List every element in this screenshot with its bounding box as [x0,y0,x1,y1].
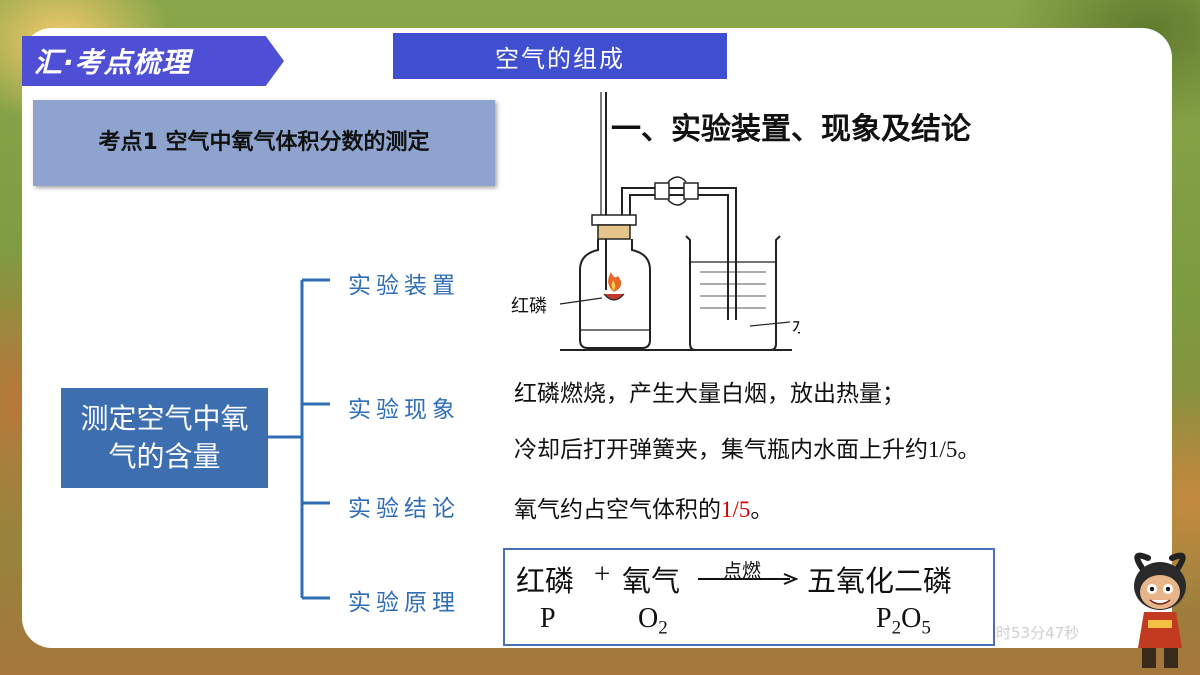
section-heading: 一、实验装置、现象及结论 [611,112,971,147]
branch-apparatus: 实验装置 [348,273,460,299]
eq-arrow-icon [698,573,799,585]
section-tag: 汇·考点梳理 [22,36,284,86]
eq-plus: + [594,558,611,590]
conclusion-text: 氧气约占空气体积的 [514,497,721,523]
formula-oxygen-base: O [638,603,659,634]
section-tag-text: 汇·考点梳理 [34,46,191,79]
phenomenon-line-2-text: 冷却后打开弹簧夹，集气瓶内水面上升约 [514,437,928,463]
label-water: 水 [792,316,800,337]
formula-oxygen: O2 [638,603,668,640]
timer-text: 时53分47秒 [996,624,1080,642]
reaction-equation-box [503,548,995,646]
topic-title: 空气的组成 [393,33,727,79]
eq-reactant2: 氧气 [622,564,681,598]
branch-conclusion: 实验结论 [348,496,460,522]
branch-phenomenon: 实验现象 [348,397,460,423]
conclusion-fraction: 1/5 [721,497,751,522]
experiment-apparatus-diagram: 红磷 水 [511,92,800,351]
phenomenon-line-1: 红磷燃烧，产生大量白烟，放出热量； [514,381,905,407]
kaodian-title-box: 考点1 空气中氧气体积分数的测定 [33,100,495,186]
conclusion-line: 氧气约占空气体积的1/5。 [514,490,773,524]
eq-product: 五氧化二磷 [807,564,953,598]
phenomenon-fraction: 1/5 [928,437,958,462]
kaodian-title: 考点1 空气中氧气体积分数的测定 [98,130,430,155]
formula-oxygen-sub: 2 [658,617,668,639]
formula-phosphorus: P [540,603,556,634]
formula-p2o5: P2O5 [876,603,931,640]
formula-p2o5-o: O [901,603,922,634]
conclusion-end: 。 [750,497,774,523]
label-phosphorus: 红磷 [511,296,547,317]
eq-condition: 点燃 [723,560,762,582]
formula-p2o5-o-sub: 5 [921,617,931,639]
mindmap-root-box: 测定空气中氧气的含量 [61,388,268,488]
formula-p2o5-p: P [876,603,892,634]
formula-p2o5-p-sub: 2 [891,617,902,639]
eq-reactant1: 红磷 [516,564,575,598]
phenomenon-line-2: 冷却后打开弹簧夹，集气瓶内水面上升约1/5。 [514,430,980,464]
phenomenon-line-2-end: 。 [957,437,981,463]
mindmap-root-label: 测定空气中氧气的含量 [80,402,249,473]
branch-principle: 实验原理 [348,590,460,616]
mascot-character-image [1134,552,1186,668]
